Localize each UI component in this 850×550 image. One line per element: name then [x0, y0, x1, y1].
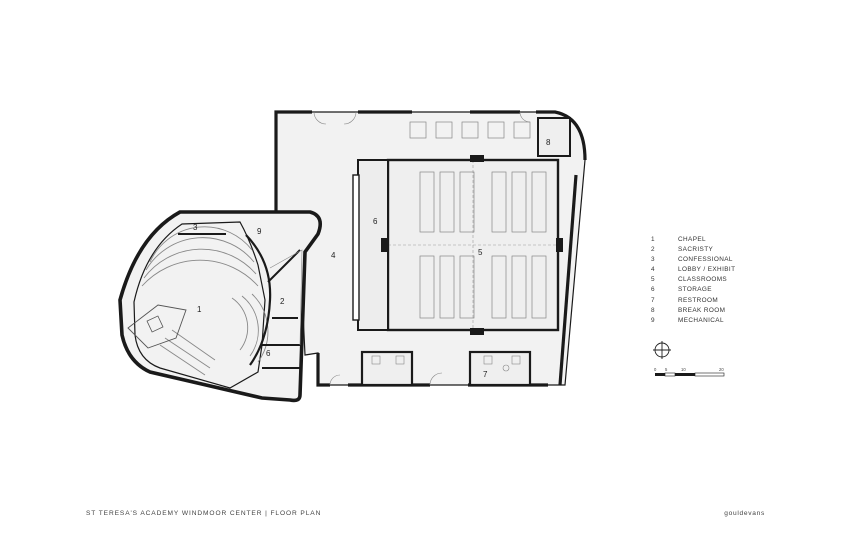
room-number-restroom: 7 — [483, 370, 488, 379]
legend-label: MECHANICAL — [678, 316, 724, 324]
legend-number: 9 — [651, 316, 655, 324]
chapel-triangle — [269, 249, 303, 346]
plan-title: ST TERESA'S ACADEMY WINDMOOR CENTER | FL… — [86, 510, 322, 517]
legend-item: 5 CLASSROOMS — [651, 275, 735, 285]
legend-label: STORAGE — [678, 286, 712, 294]
scale-bar-labels: 0 5 10 20 — [654, 367, 725, 375]
classroom-door-right — [556, 238, 563, 252]
chapel-curved-wall — [245, 234, 272, 366]
room-number-storage-main: 6 — [373, 217, 378, 226]
scale-label-20: 20 — [719, 367, 724, 372]
legend-number: 2 — [651, 246, 655, 254]
chapel-outline — [118, 210, 322, 403]
legend-number: 5 — [651, 276, 655, 284]
room-number-classrooms: 5 — [478, 248, 483, 257]
altar-platform — [127, 304, 187, 349]
room-number-confessional: 3 — [193, 223, 198, 232]
legend-label: CONFESSIONAL — [678, 256, 733, 264]
legend-label: LOBBY / EXHIBIT — [678, 266, 736, 274]
legend-label: SACRISTY — [678, 246, 714, 254]
lobby-seating — [409, 121, 531, 139]
legend-number: 3 — [651, 256, 655, 264]
legend-number: 8 — [651, 306, 655, 314]
legend-item: 6 STORAGE — [651, 285, 735, 295]
chapel-building — [118, 210, 322, 403]
legend-item: 8 BREAK ROOM — [651, 306, 735, 316]
room-number-break-room: 8 — [546, 138, 551, 147]
legend-item: 3 CONFESSIONAL — [651, 255, 735, 265]
classroom-desks — [419, 171, 547, 319]
legend-label: CHAPEL — [678, 236, 706, 243]
legend-item: 1 CHAPEL — [651, 235, 735, 245]
legend-label: RESTROOM — [678, 296, 719, 304]
storage-door — [381, 238, 389, 252]
legend-label: BREAK ROOM — [678, 306, 726, 314]
legend-item: 7 RESTROOM — [651, 296, 735, 306]
chapel-inner-wall — [133, 221, 266, 389]
chapel-seating — [141, 226, 269, 376]
storage-shelf — [352, 174, 360, 321]
room-number-lobby: 4 — [331, 251, 336, 260]
scale-label-10: 10 — [681, 367, 686, 372]
legend-number: 7 — [651, 296, 655, 304]
room-numbers: 1 2 3 4 5 6 6 7 8 9 — [193, 138, 551, 379]
entry-doors — [313, 111, 531, 386]
legend-item: 2 SACRISTY — [651, 245, 735, 255]
scale-label-5: 5 — [665, 367, 668, 372]
break-room — [537, 117, 571, 157]
north-arrow-icon — [653, 341, 671, 359]
scale-label-0: 0 — [654, 367, 657, 372]
restroom-right — [468, 350, 532, 387]
legend-number: 4 — [651, 266, 655, 274]
room-number-sacristy: 2 — [280, 297, 285, 306]
restroom-fixtures — [371, 355, 521, 372]
main-building — [274, 110, 587, 387]
restroom-left — [360, 350, 414, 387]
legend-item: 9 MECHANICAL — [651, 316, 735, 326]
classroom-door-bottom — [470, 328, 484, 335]
room-legend: 1 CHAPEL 2 SACRISTY 3 CONFESSIONAL 4 LOBBY /… — [651, 235, 735, 326]
classroom-door-top — [470, 155, 484, 162]
room-number-mechanical: 9 — [257, 227, 262, 236]
legend-label: CLASSROOMS — [678, 276, 728, 284]
legend-item: 4 LOBBY / EXHIBIT — [651, 265, 735, 275]
room-number-storage-chapel: 6 — [266, 349, 271, 358]
firm-name: gouldevans — [724, 510, 765, 517]
chapel-rooms — [178, 233, 301, 369]
legend-number: 1 — [651, 236, 655, 243]
scale-bar — [655, 372, 725, 377]
legend-number: 6 — [651, 286, 655, 294]
room-number-chapel: 1 — [197, 305, 202, 314]
altar-table — [146, 315, 164, 333]
